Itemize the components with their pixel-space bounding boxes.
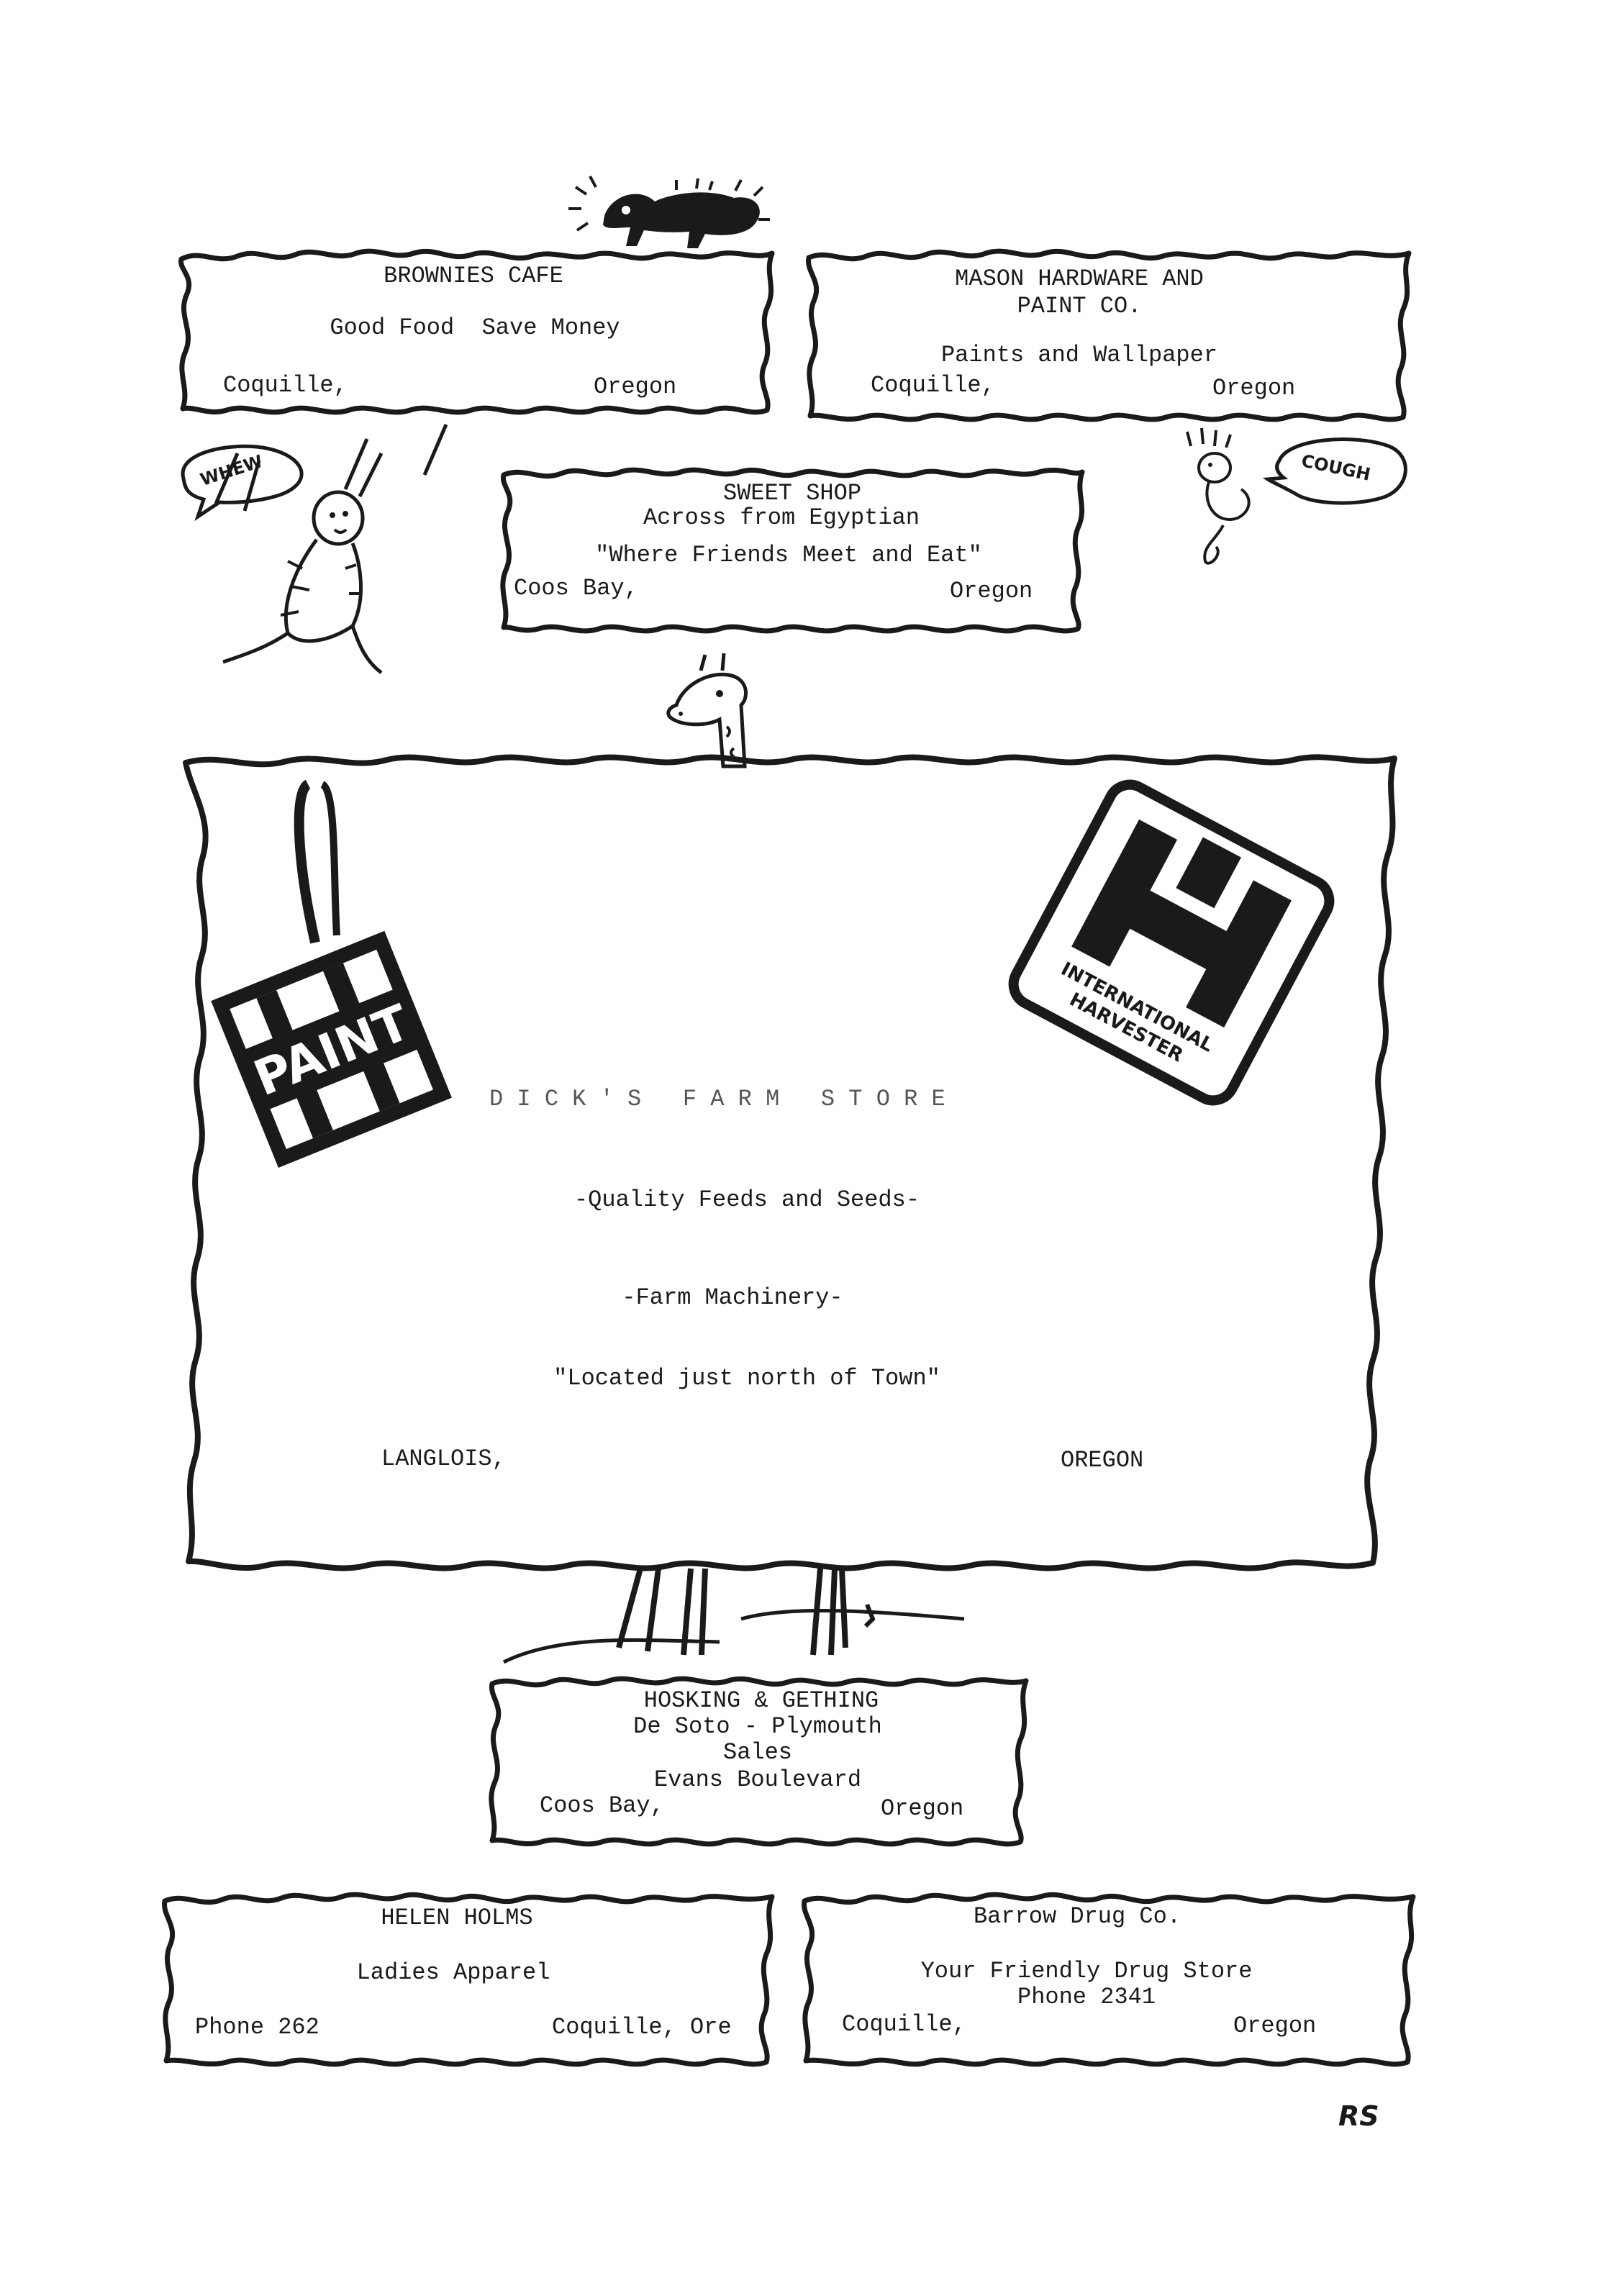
state: Oregon — [950, 578, 1033, 604]
artist-initials: RS — [1338, 2100, 1379, 2132]
city: Coquille, — [223, 372, 348, 399]
city: Coquille, — [842, 2011, 966, 2038]
tagline: Good Food Save Money — [330, 314, 620, 341]
slogan: "Where Friends Meet and Eat" — [595, 542, 982, 568]
cough-speech-bubble: COUGH — [1262, 432, 1410, 511]
address-line: Evans Boulevard — [653, 1766, 862, 1793]
ad-dicks-farm-store: PAINT INTERNATIONAL HARVESTER D I C K ' … — [178, 748, 1402, 1576]
wavy-border — [806, 248, 1412, 422]
machinery-line: -Farm Machinery- — [622, 1284, 843, 1311]
ad-mason-hardware: MASON HARDWARE AND PAINT CO. Paints and … — [799, 243, 1417, 423]
location-line: "Located just north of Town" — [553, 1365, 940, 1392]
dog-drawing — [561, 165, 777, 252]
city: LANGLOIS, — [381, 1446, 506, 1472]
business-name: Barrow Drug Co. — [973, 1903, 1181, 1930]
tagline: Your Friendly Drug Store — [920, 1958, 1253, 1984]
city: Coquille, Ore — [552, 2014, 732, 2041]
tagline: Ladies Apparel — [356, 1959, 550, 1986]
ad-hosking-gething: HOSKING & GETHING De Soto - Plymouth Sal… — [481, 1671, 1035, 1848]
business-name: D I C K ' S F A R M S T O R E — [489, 1086, 945, 1112]
state: Oregon — [594, 373, 677, 400]
business-name: SWEET SHOP — [722, 480, 862, 507]
city: Coos Bay, — [540, 1792, 664, 1819]
business-name-line2: PAINT CO. — [1017, 293, 1142, 319]
brands-line: De Soto - Plymouth — [633, 1713, 882, 1740]
climbing-figure-drawing — [209, 417, 461, 676]
wavy-border — [500, 467, 1085, 634]
location-line: Across from Egyptian — [643, 504, 920, 531]
wavy-border — [178, 248, 775, 415]
ad-sweet-shop: SWEET SHOP Across from Egyptian "Where F… — [494, 462, 1091, 635]
state: Oregon — [1212, 375, 1296, 401]
city: Coos Bay, — [514, 575, 638, 602]
state: Oregon — [1233, 2012, 1317, 2039]
business-name-line1: MASON HARDWARE AND — [955, 266, 1204, 292]
wavy-border — [183, 754, 1397, 1571]
ad-brownies-cafe: BROWNIES CAFE Good Food Save Money Coqui… — [173, 243, 781, 416]
ad-helen-holms: HELEN HOLMS Ladies Apparel Phone 262 Coq… — [155, 1887, 781, 2068]
ad-barrow-drug: Barrow Drug Co. Your Friendly Drug Store… — [793, 1887, 1422, 2068]
paint-can-drawing: PAINT — [207, 777, 466, 1180]
phone: Phone 2341 — [1017, 1984, 1156, 2010]
city: Coquille, — [871, 372, 995, 399]
business-name: HOSKING & GETHING — [643, 1687, 879, 1714]
giraffe-legs-drawing — [502, 1561, 993, 1676]
whew-speech-bubble: WHEW — [169, 439, 313, 522]
business-name: HELEN HOLMS — [381, 1905, 533, 1931]
wavy-border — [802, 1892, 1416, 2067]
business-name: BROWNIES CAFE — [384, 263, 563, 289]
wavy-border — [489, 1676, 1029, 1847]
mouse-drawing — [1173, 425, 1281, 568]
international-harvester-logo: INTERNATIONAL HARVESTER — [1006, 770, 1337, 1115]
tagline: Paints and Wallpaper — [940, 342, 1218, 368]
state: OREGON — [1061, 1447, 1144, 1474]
sales-line: Sales — [722, 1739, 793, 1766]
state: Oregon — [881, 1795, 964, 1822]
wavy-border — [162, 1892, 775, 2067]
products-line: -Quality Feeds and Seeds- — [573, 1186, 920, 1213]
phone: Phone 262 — [195, 2014, 319, 2041]
